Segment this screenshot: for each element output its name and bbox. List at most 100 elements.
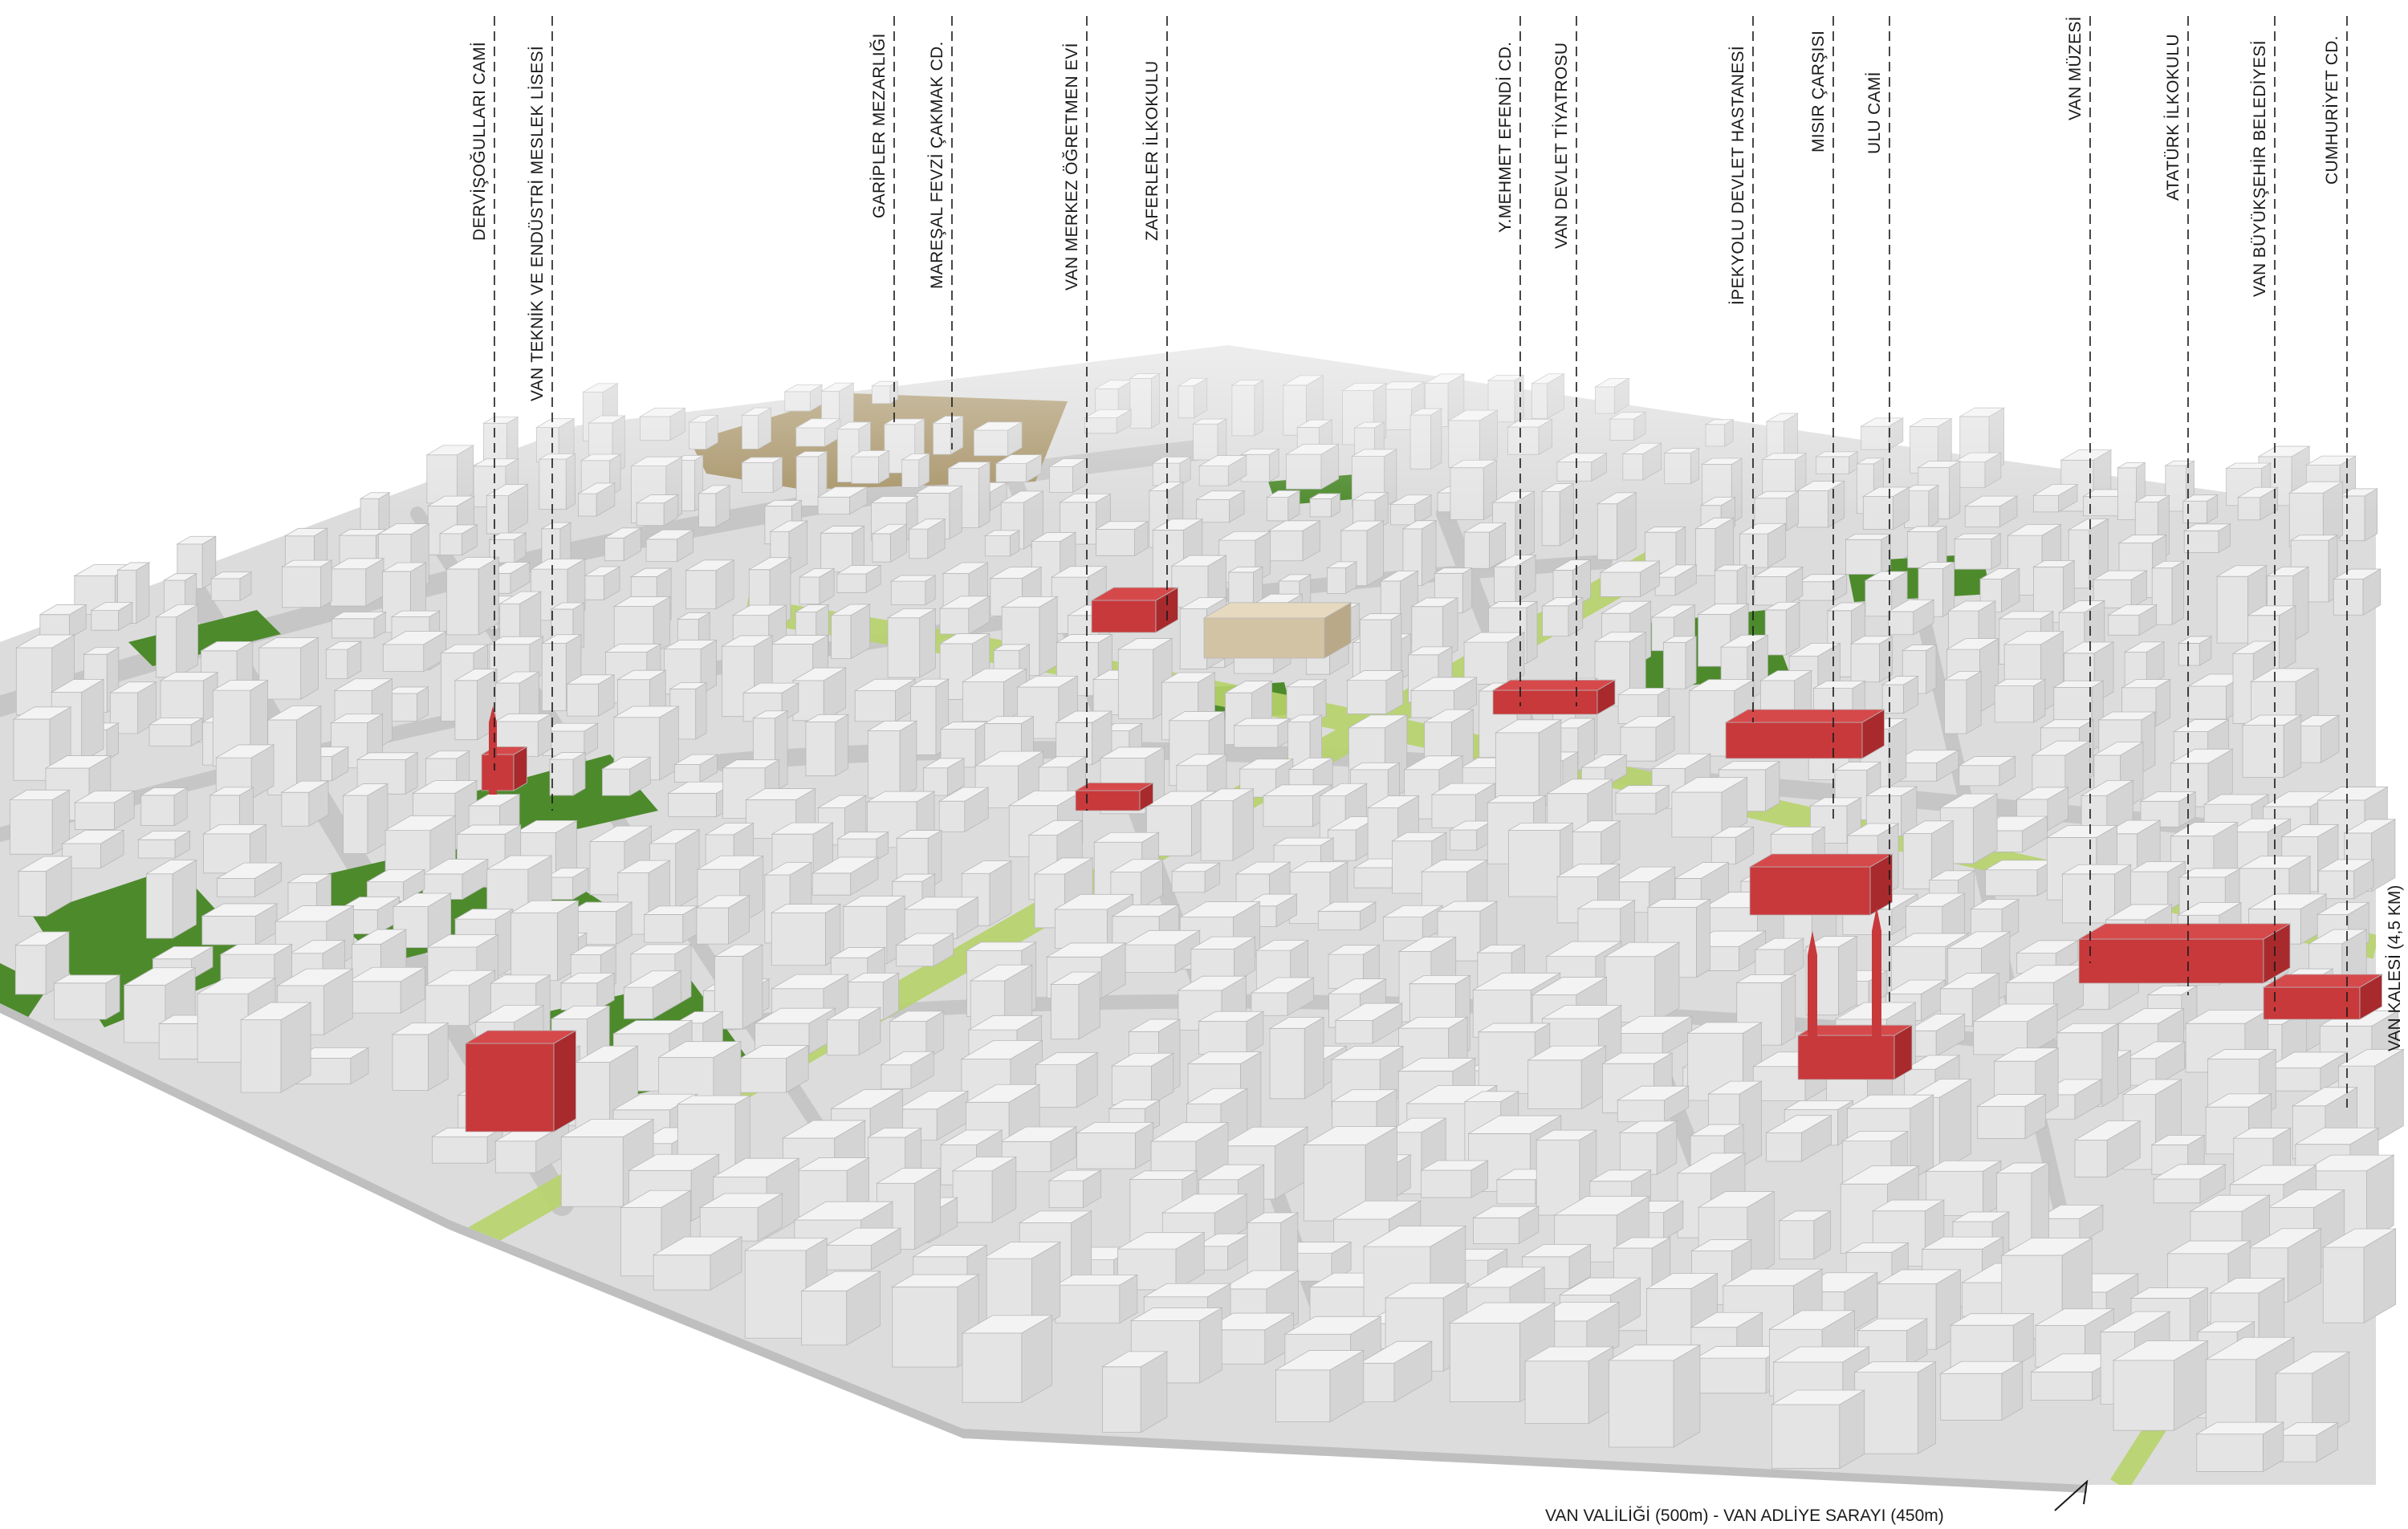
building-block bbox=[342, 783, 389, 855]
building-block bbox=[1670, 777, 1749, 838]
building-block bbox=[1972, 1003, 2059, 1055]
side-label: VAN KALESİ (4,5 KM) bbox=[2386, 885, 2404, 1051]
landmark-labels: DERVİŞOĞULLARI CAMİ VAN TEKNİK VE ENDÜSTR… bbox=[470, 16, 2348, 1108]
building-block bbox=[1410, 597, 1459, 660]
building-block bbox=[201, 823, 267, 874]
bottom-label: VAN VALİLİĞİ (500m) - VAN ADLİYE SARAYI … bbox=[1545, 1507, 1944, 1525]
building-block bbox=[438, 524, 478, 556]
highlighted-building bbox=[2262, 974, 2383, 1020]
building-block bbox=[643, 905, 699, 943]
building-block bbox=[347, 966, 426, 1014]
building-block bbox=[2316, 859, 2375, 900]
building-block bbox=[1055, 710, 1113, 766]
minaret-tip bbox=[1808, 931, 1817, 955]
building-block bbox=[17, 856, 73, 917]
building-block bbox=[1571, 820, 1621, 871]
landmark-label-van-teknik: VAN TEKNİK VE ENDÜSTRİ MESLEK LİSESİ bbox=[528, 46, 547, 401]
building-block bbox=[600, 756, 652, 796]
building-block bbox=[1739, 523, 1788, 568]
building-block bbox=[1527, 1045, 1608, 1110]
building-block bbox=[886, 608, 937, 678]
landmark-label-dervisogullari-cami: DERVİŞOĞULLARI CAMİ bbox=[470, 42, 489, 241]
building-block bbox=[488, 532, 527, 563]
building-block bbox=[695, 895, 750, 945]
building-block bbox=[1765, 1114, 1833, 1162]
building-block bbox=[612, 596, 672, 654]
building-block bbox=[1334, 1002, 1404, 1044]
highlighted-building bbox=[1491, 679, 1617, 715]
landmark-label-maresal: MAREŞAL FEVZİ ÇAKMAK CD. bbox=[928, 41, 946, 289]
landmark-label-van-devlet-tiyatrosu: VAN DEVLET TİYATROSU bbox=[1552, 43, 1571, 249]
building-block bbox=[431, 1127, 504, 1164]
building-block bbox=[1233, 718, 1291, 748]
building-block bbox=[1285, 679, 1328, 724]
building-block bbox=[145, 859, 197, 939]
building-block bbox=[1864, 571, 1909, 617]
building-block bbox=[1100, 1351, 1169, 1433]
building-block bbox=[2125, 1041, 2186, 1086]
building-block bbox=[1949, 1312, 2035, 1368]
building-block bbox=[266, 705, 323, 796]
landmark-label-cumhuriyet: CUMHURİYET CD. bbox=[2323, 35, 2341, 185]
landmark-label-zaferler: ZAFERLER İLKOKULU bbox=[1143, 61, 1161, 242]
building-block bbox=[1662, 636, 1698, 689]
highlighted-building bbox=[480, 746, 528, 791]
building-block bbox=[1619, 716, 1676, 762]
building-block bbox=[981, 1241, 1062, 1334]
building-block bbox=[565, 674, 616, 717]
building-block bbox=[1049, 971, 1101, 1040]
building-block bbox=[90, 601, 134, 631]
building-block bbox=[1054, 1274, 1139, 1324]
highlighted-buildings bbox=[464, 587, 2383, 1133]
highlighted-building bbox=[1074, 782, 1154, 811]
building-block bbox=[2107, 604, 2158, 636]
building-block bbox=[1943, 670, 1983, 734]
building-block bbox=[53, 974, 121, 1020]
building-block bbox=[820, 525, 866, 573]
building-block bbox=[2034, 1308, 2115, 1368]
building-block bbox=[951, 1156, 1018, 1223]
building-block bbox=[61, 829, 125, 869]
building-block bbox=[983, 530, 1021, 557]
highlighted-building bbox=[1796, 1024, 1914, 1080]
building-block bbox=[1123, 929, 1202, 974]
building-block bbox=[548, 751, 587, 796]
building-block bbox=[9, 789, 71, 855]
building-block bbox=[1117, 637, 1173, 720]
building-block bbox=[1958, 755, 2017, 787]
building-block bbox=[381, 630, 448, 673]
building-block bbox=[140, 787, 189, 827]
building-block bbox=[836, 564, 882, 594]
building-block bbox=[1976, 1093, 2048, 1140]
building-block bbox=[685, 559, 735, 610]
building-block bbox=[73, 790, 136, 831]
building-block bbox=[1887, 599, 1935, 636]
building-block bbox=[155, 604, 199, 678]
building-block bbox=[1462, 522, 1507, 569]
building-block bbox=[1984, 860, 2056, 897]
building-block bbox=[544, 868, 590, 901]
minarets bbox=[489, 706, 1881, 1067]
building-block bbox=[652, 1236, 743, 1291]
building-block bbox=[1170, 862, 1221, 893]
building-block bbox=[1754, 937, 1805, 979]
building-block bbox=[148, 717, 204, 747]
landmark-label-buyuksehir: VAN BÜYÜKŞEHİR BELEDİYESİ bbox=[2251, 40, 2269, 297]
building-block bbox=[258, 636, 319, 700]
building-block bbox=[798, 567, 836, 605]
building-block bbox=[825, 1227, 902, 1271]
building-block bbox=[1523, 1346, 1615, 1425]
building-block bbox=[1035, 1051, 1099, 1108]
landmark-label-garipler: GARİPLER MEZARLIĞI bbox=[870, 33, 889, 218]
building-block bbox=[889, 1011, 946, 1060]
building-block bbox=[2073, 1120, 2142, 1178]
building-block bbox=[365, 868, 426, 902]
building-block bbox=[938, 787, 990, 832]
building-block bbox=[2123, 641, 2166, 688]
building-block bbox=[908, 518, 946, 559]
building-block bbox=[909, 678, 950, 756]
building-block bbox=[1939, 1360, 2024, 1421]
theatre-building bbox=[1202, 602, 1352, 659]
building-block bbox=[871, 523, 909, 563]
